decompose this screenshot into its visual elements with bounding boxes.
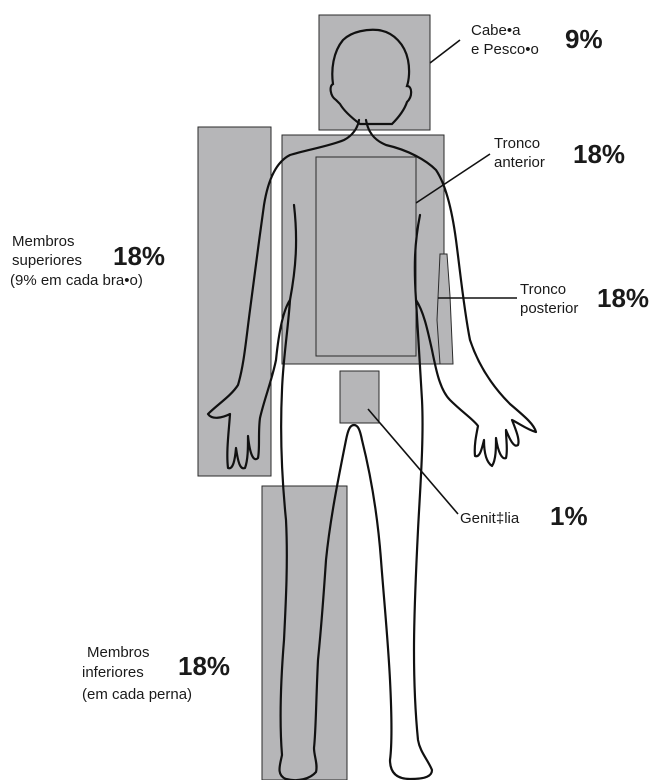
head-neck-percent: 9% [565,25,603,53]
anterior-trunk-percent: 18% [573,140,625,168]
posterior-trunk-percent: 18% [597,284,649,312]
genitalia-percent: 1% [550,502,588,530]
head-neck-label-line2: e Pesco•o [471,41,539,59]
anterior-trunk-label-line2: anterior [494,154,545,172]
genitalia-label: Genit‡lia [460,510,519,528]
posterior-trunk-label-line1: Tronco [520,281,566,299]
upper-limbs-percent: 18% [113,242,165,270]
posterior-trunk-label-line2: posterior [520,300,578,318]
genitalia-leader-line [368,409,458,514]
head-neck-label-line1: Cabe•a [471,22,520,40]
upper-limbs-label-line2: superiores [12,252,82,270]
lower-limbs-label-line2: inferiores [82,664,144,682]
lower-limbs-label-line1: Membros [87,644,150,662]
lower-limbs-label-line3: (em cada perna) [82,686,192,704]
upper-limbs-label-line3: (9% em cada bra•o) [10,272,143,290]
upper-limbs-label-line1: Membros [12,233,75,251]
posterior-arm-region [437,254,453,364]
anterior-trunk-label-line1: Tronco [494,135,540,153]
lower-limbs-percent: 18% [178,652,230,680]
anterior-trunk-region [316,157,416,356]
head-leader-line [430,40,460,63]
lower-limb-region [262,486,347,780]
